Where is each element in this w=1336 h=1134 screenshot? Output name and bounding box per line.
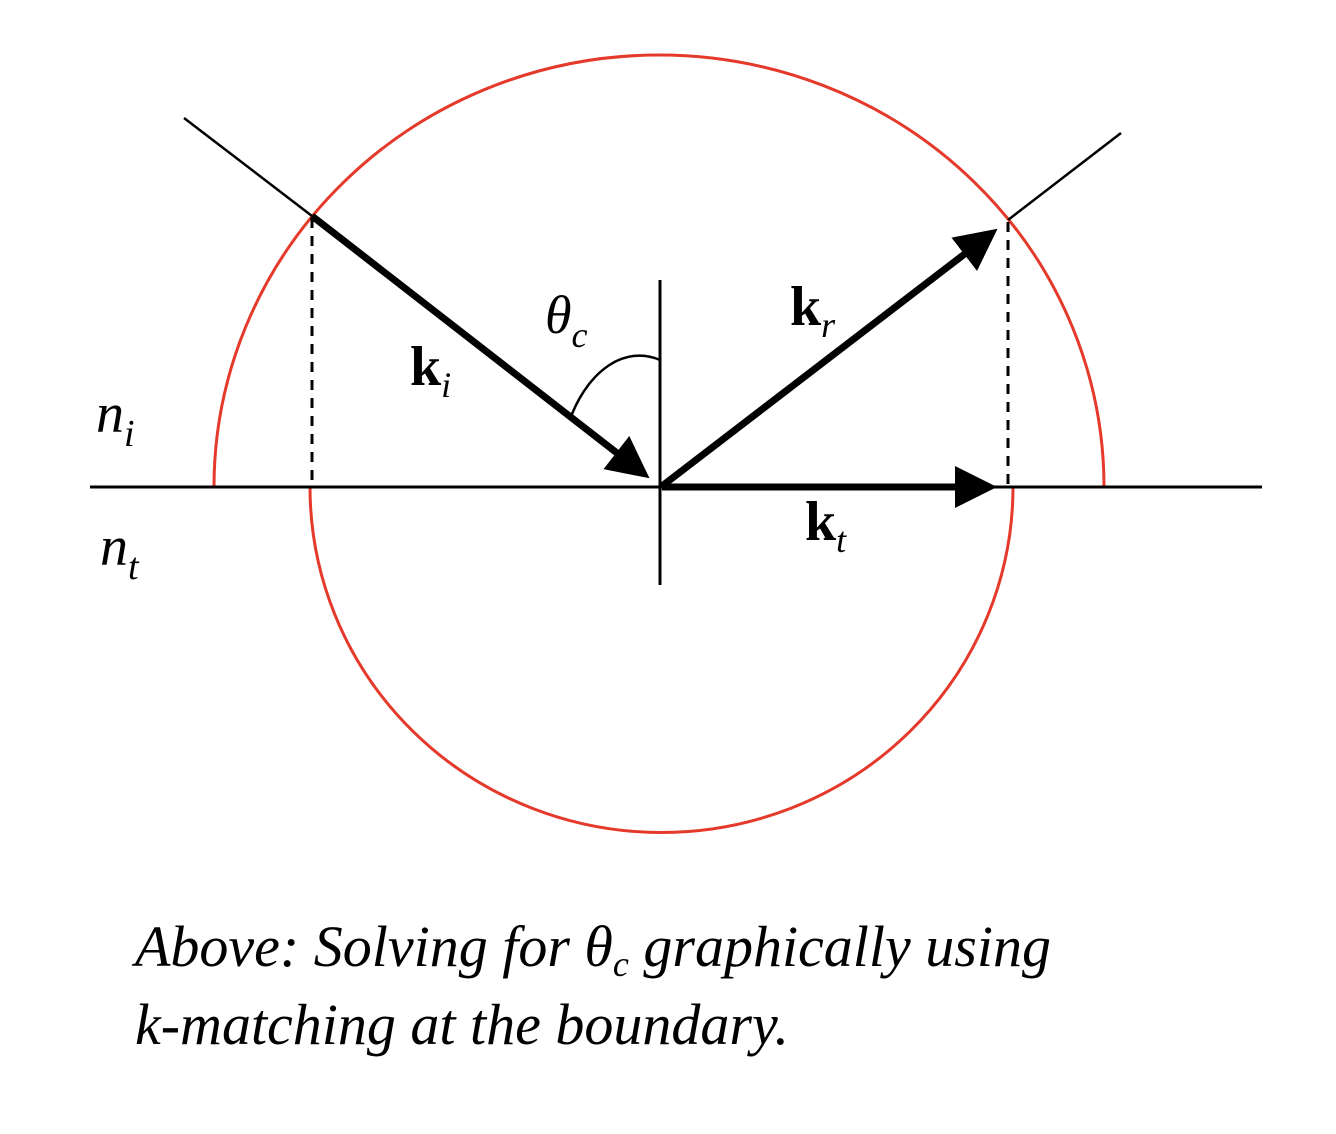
n-i-label: ni bbox=[96, 383, 135, 455]
figure-caption: Above: Solving for θc graphically using … bbox=[135, 908, 1285, 1064]
n-t-label: nt bbox=[100, 516, 140, 588]
lower-semicircle-nt bbox=[308, 486, 1015, 834]
caption-line-2: k-matching at the boundary. bbox=[135, 992, 790, 1057]
k-i-label: ki bbox=[410, 336, 451, 405]
caption-line-1: Above: Solving for θc graphically using bbox=[135, 914, 1051, 984]
reflected-extension-line bbox=[1007, 132, 1122, 221]
k-r-vector bbox=[659, 228, 998, 489]
theta-c-angle-arc bbox=[570, 354, 661, 415]
caption-theta-sub: c bbox=[612, 944, 629, 984]
k-r-label: kr bbox=[790, 276, 836, 345]
upper-semicircle-ni bbox=[212, 53, 1106, 488]
k-i-vector bbox=[309, 213, 650, 479]
caption-theta: θ bbox=[584, 914, 613, 979]
incident-extension-line bbox=[183, 117, 313, 217]
theta-c-label: θc bbox=[545, 285, 588, 355]
k-t-label: kt bbox=[805, 491, 847, 560]
